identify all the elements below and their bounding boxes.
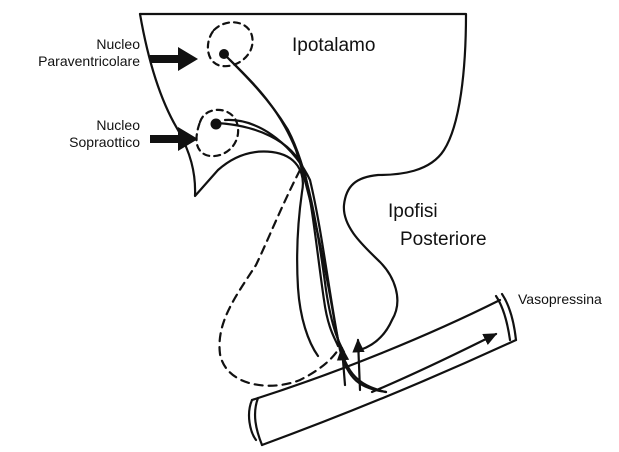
blood-vessel-right-end: [496, 294, 516, 340]
vasopressina-label: Vasopressina: [518, 291, 602, 308]
supraoptic-pointer-arrow: [150, 127, 198, 151]
axon-tract-return-2: [225, 120, 386, 392]
ipofisi-posteriore-line1: Ipofisi: [388, 201, 487, 223]
blood-flow-arrow: [372, 334, 496, 392]
blood-vessel-lower-wall: [262, 340, 516, 445]
blood-vessel-left-end: [249, 398, 262, 445]
nucleo-paraventricolare-line2: Paraventricolare: [38, 53, 140, 70]
paraventricular-nucleus-dot: [219, 49, 229, 59]
axon-tract-return: [230, 60, 386, 392]
nucleo-paraventricolare-line1: Nucleo: [38, 36, 140, 53]
nucleo-sopraottico-line1: Nucleo: [69, 117, 140, 134]
nucleo-paraventricolare-label: Nucleo Paraventricolare: [38, 36, 140, 70]
ipofisi-posteriore-line2: Posteriore: [388, 223, 487, 251]
nucleo-sopraottico-line2: Sopraottico: [69, 134, 140, 151]
axon-terminal-arrow-2: [342, 348, 345, 385]
ipofisi-posteriore-label: Ipofisi Posteriore: [388, 201, 487, 251]
supraoptic-nucleus-dot: [211, 119, 222, 130]
paraventricular-pointer-arrow: [150, 47, 198, 71]
nucleo-sopraottico-label: Nucleo Sopraottico: [69, 117, 140, 151]
ipotalamo-label: Ipotalamo: [292, 35, 375, 57]
supraoptic-nucleus-outline: [196, 110, 238, 156]
